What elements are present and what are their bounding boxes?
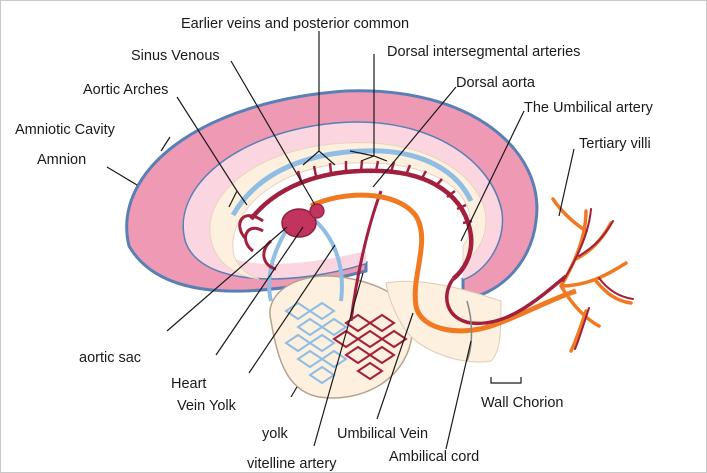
label-dorsal-intersegmental: Dorsal intersegmental arteries — [387, 44, 580, 60]
label-earlier-veins: Earlier veins and posterior common — [181, 16, 409, 32]
label-vitelline-artery: vitelline artery — [247, 456, 337, 472]
label-aortic-arches: Aortic Arches — [83, 82, 168, 98]
label-wall-chorion: Wall Chorion — [481, 395, 563, 411]
aortic-arches-vessel — [240, 216, 276, 269]
label-amnion: Amnion — [37, 152, 86, 168]
label-tertiary-villi: Tertiary villi — [579, 136, 651, 152]
label-heart: Heart — [171, 376, 206, 392]
sinus-venosus-shape — [310, 204, 324, 218]
label-yolk: yolk — [262, 426, 289, 442]
label-ambilical-cord: Ambilical cord — [389, 449, 479, 465]
label-vein-yolk: Vein Yolk — [177, 398, 237, 414]
label-umbilical-artery: The Umbilical artery — [524, 100, 654, 116]
label-sinus-venous: Sinus Venous — [131, 48, 220, 64]
wall-chorion-bracket — [491, 377, 521, 383]
label-dorsal-aorta: Dorsal aorta — [456, 75, 536, 91]
label-amniotic-cavity: Amniotic Cavity — [15, 122, 116, 138]
label-aortic-sac: aortic sac — [79, 350, 141, 366]
label-umbilical-vein: Umbilical Vein — [337, 426, 428, 442]
